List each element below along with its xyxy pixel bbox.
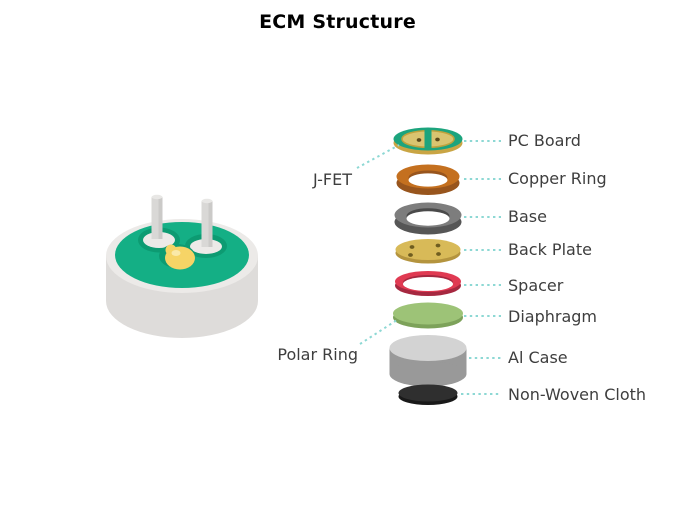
- pc-board-hole-right: [435, 137, 440, 142]
- pc-board-hole-left: [416, 138, 422, 142]
- layer-al-case: [389, 335, 467, 387]
- al-case-bottom: [389, 361, 467, 387]
- layer-spacer: [395, 271, 461, 296]
- leader-line-jfet: [356, 144, 400, 169]
- diaphragm-top: [393, 302, 463, 325]
- layer-label-base: Base: [508, 207, 547, 226]
- mic-pin-right: [201, 198, 213, 247]
- back-plate-hole-4: [436, 252, 441, 256]
- cloth-top: [398, 384, 458, 402]
- back-plate-hole-2: [435, 243, 441, 248]
- base-hole: [406, 211, 450, 226]
- layer-label-back-plate: Back Plate: [508, 240, 592, 259]
- back-plate-hole-1: [409, 245, 415, 249]
- mic-pin-right-shade: [208, 201, 213, 247]
- callout-label-jfet: J-FET: [312, 170, 352, 189]
- back-plate-hole-3: [408, 253, 413, 257]
- mic-illustration: [106, 194, 258, 338]
- mic-solder-body: [165, 246, 195, 270]
- layer-label-al-case: Al Case: [508, 348, 568, 367]
- mic-pin-left-shade: [158, 197, 163, 239]
- spacer-hole: [403, 277, 453, 291]
- mic-solder-blob: [159, 244, 195, 270]
- layer-base: [394, 202, 462, 235]
- al-case-top: [389, 335, 467, 361]
- mic-pin-left: [151, 194, 163, 239]
- mic-pin-left-top: [151, 194, 163, 200]
- layer-label-diaphragm: Diaphragm: [508, 307, 597, 326]
- copper-ring-hole: [408, 173, 448, 187]
- mic-solder-highlight: [171, 250, 181, 256]
- back-plate-top: [395, 239, 461, 260]
- mic-pin-right-shaft: [201, 201, 213, 247]
- mic-pin-left-shaft: [151, 197, 163, 239]
- mic-pin-pad-left: [143, 232, 175, 248]
- leader-line-polar-ring: [359, 319, 398, 345]
- layer-label-pc-board: PC Board: [508, 131, 581, 150]
- pc-board-pad-divider: [424, 129, 432, 149]
- callout-label-polar-ring: Polar Ring: [277, 345, 358, 364]
- layer-label-non-woven-cloth: Non-Woven Cloth: [508, 385, 647, 404]
- layer-label-spacer: Spacer: [508, 276, 564, 295]
- layer-diaphragm: [393, 302, 463, 329]
- layer-back-plate: [395, 239, 461, 264]
- mic-pin-right-top: [201, 198, 213, 204]
- page-title: ECM Structure: [259, 11, 416, 33]
- leader-lines: [356, 140, 501, 395]
- layer-label-copper-ring: Copper Ring: [508, 169, 607, 188]
- layer-non-woven-cloth: [398, 384, 458, 405]
- layer-copper-ring: [396, 164, 460, 195]
- layer-pc-board: [393, 127, 463, 155]
